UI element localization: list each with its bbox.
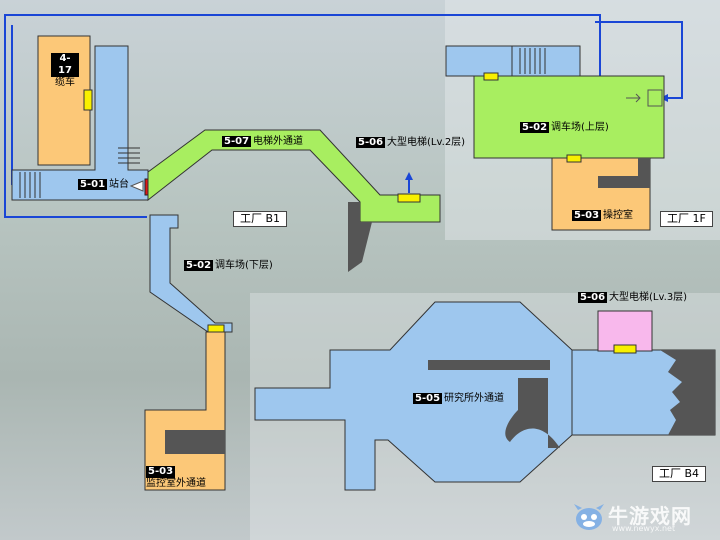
tag-research-corridor-code: 5-05: [413, 393, 443, 404]
upper-yard-entry[interactable]: [445, 45, 513, 77]
elevator-lv2-door[interactable]: [397, 193, 421, 203]
upper-yard-area[interactable]: [473, 75, 665, 159]
tag-control-room-name: 操控室: [603, 210, 634, 221]
player-start-arrow: [129, 180, 144, 192]
tag-monitor-corridor-code: 5-03: [146, 466, 176, 478]
tag-yard-lower-code: 5-02: [184, 260, 214, 271]
lower-yard-door[interactable]: [207, 324, 225, 333]
tag-yard-lower-name: 调车场(下层): [215, 260, 273, 271]
elevator-corridor-b1[interactable]: [147, 129, 441, 223]
tag-elevator-lv3-code: 5-06: [578, 292, 608, 303]
tag-cable-car-code: 4-17: [51, 53, 79, 77]
research-inner-wall: [428, 360, 550, 370]
watermark: 牛游戏网 www.newyx.net: [572, 500, 712, 534]
tag-platform-code: 5-01: [78, 179, 108, 190]
tag-control-room-code: 5-03: [572, 210, 602, 221]
watermark-name: 牛游戏网: [608, 504, 692, 528]
upper-yard-stairs: [519, 48, 546, 74]
tag-corridor-b1-name: 电梯外通道: [253, 136, 304, 147]
monitor-corridor-wall: [165, 430, 225, 454]
tag-corridor-b1-code: 5-07: [222, 136, 252, 147]
control-room[interactable]: [551, 157, 651, 231]
upper-yard-exit-arrow: [626, 93, 641, 103]
upper-yard-stairs-area[interactable]: [511, 45, 581, 77]
research-corridor[interactable]: [254, 301, 661, 491]
floor-label-b4: 工厂 B4: [652, 466, 707, 482]
upper-yard-exit-marker: [647, 89, 663, 107]
upper-yard-door[interactable]: [483, 72, 499, 81]
tag-monitor-corridor-name: 监控室外通道: [146, 478, 206, 489]
research-east-rubble: [660, 350, 715, 435]
elevator-lv3[interactable]: [597, 310, 653, 352]
watermark-url: www.newyx.net: [612, 524, 676, 533]
platform-stairs: [19, 147, 140, 198]
research-inner-wall-curve: [505, 378, 560, 448]
control-room-wall: [598, 158, 650, 188]
tag-cable-car-name: 缆车: [55, 77, 75, 88]
tag-elevator-lv3-name: 大型电梯(Lv.3层): [609, 292, 688, 303]
tag-yard-upper-name: 调车场(上层): [551, 122, 609, 133]
tag-yard-upper-code: 5-02: [520, 122, 550, 133]
cable-car-door[interactable]: [83, 89, 93, 111]
floor-label-b1: 工厂 B1: [233, 211, 288, 227]
tag-cable-car: 4-17 缆车: [51, 53, 79, 89]
elevator-lv3-door[interactable]: [613, 344, 637, 354]
floor-label-1f: 工厂 1F: [660, 211, 713, 227]
tag-research-corridor-name: 研究所外通道: [444, 393, 505, 404]
tag-elevator-lv2-name: 大型电梯(Lv.2层): [387, 137, 466, 148]
control-room-door[interactable]: [566, 154, 582, 163]
route-line-exit: [595, 21, 683, 102]
watermark-logo-icon: [574, 504, 604, 530]
lower-yard-corridor[interactable]: [149, 214, 233, 333]
tag-monitor-corridor: 5-03 监控室外通道: [146, 466, 218, 490]
tag-elevator-lv2-code: 5-06: [356, 137, 386, 148]
tag-platform-name: 站台: [109, 179, 130, 190]
corridor-wall-b1: [348, 202, 372, 272]
